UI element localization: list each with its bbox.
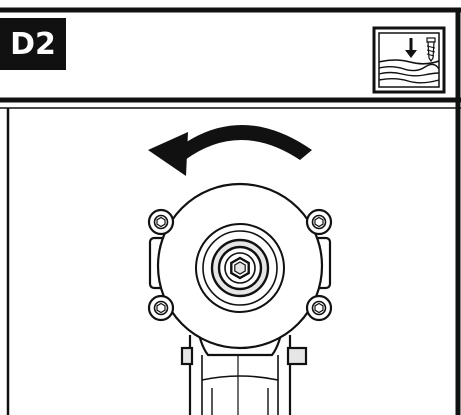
screw-bottom-left [147,294,175,322]
screw-bottom-right [305,294,333,322]
counterclockwise-arrow-icon [148,125,312,176]
screw-top-left [147,208,175,236]
step-label: D2 [0,18,66,70]
tool-front-view [147,182,333,415]
screw-top-right [305,208,333,236]
left-side-switch [180,346,194,366]
right-side-switch [286,346,308,366]
drill-into-wood-icon [372,26,446,94]
frame-lines [0,7,461,415]
